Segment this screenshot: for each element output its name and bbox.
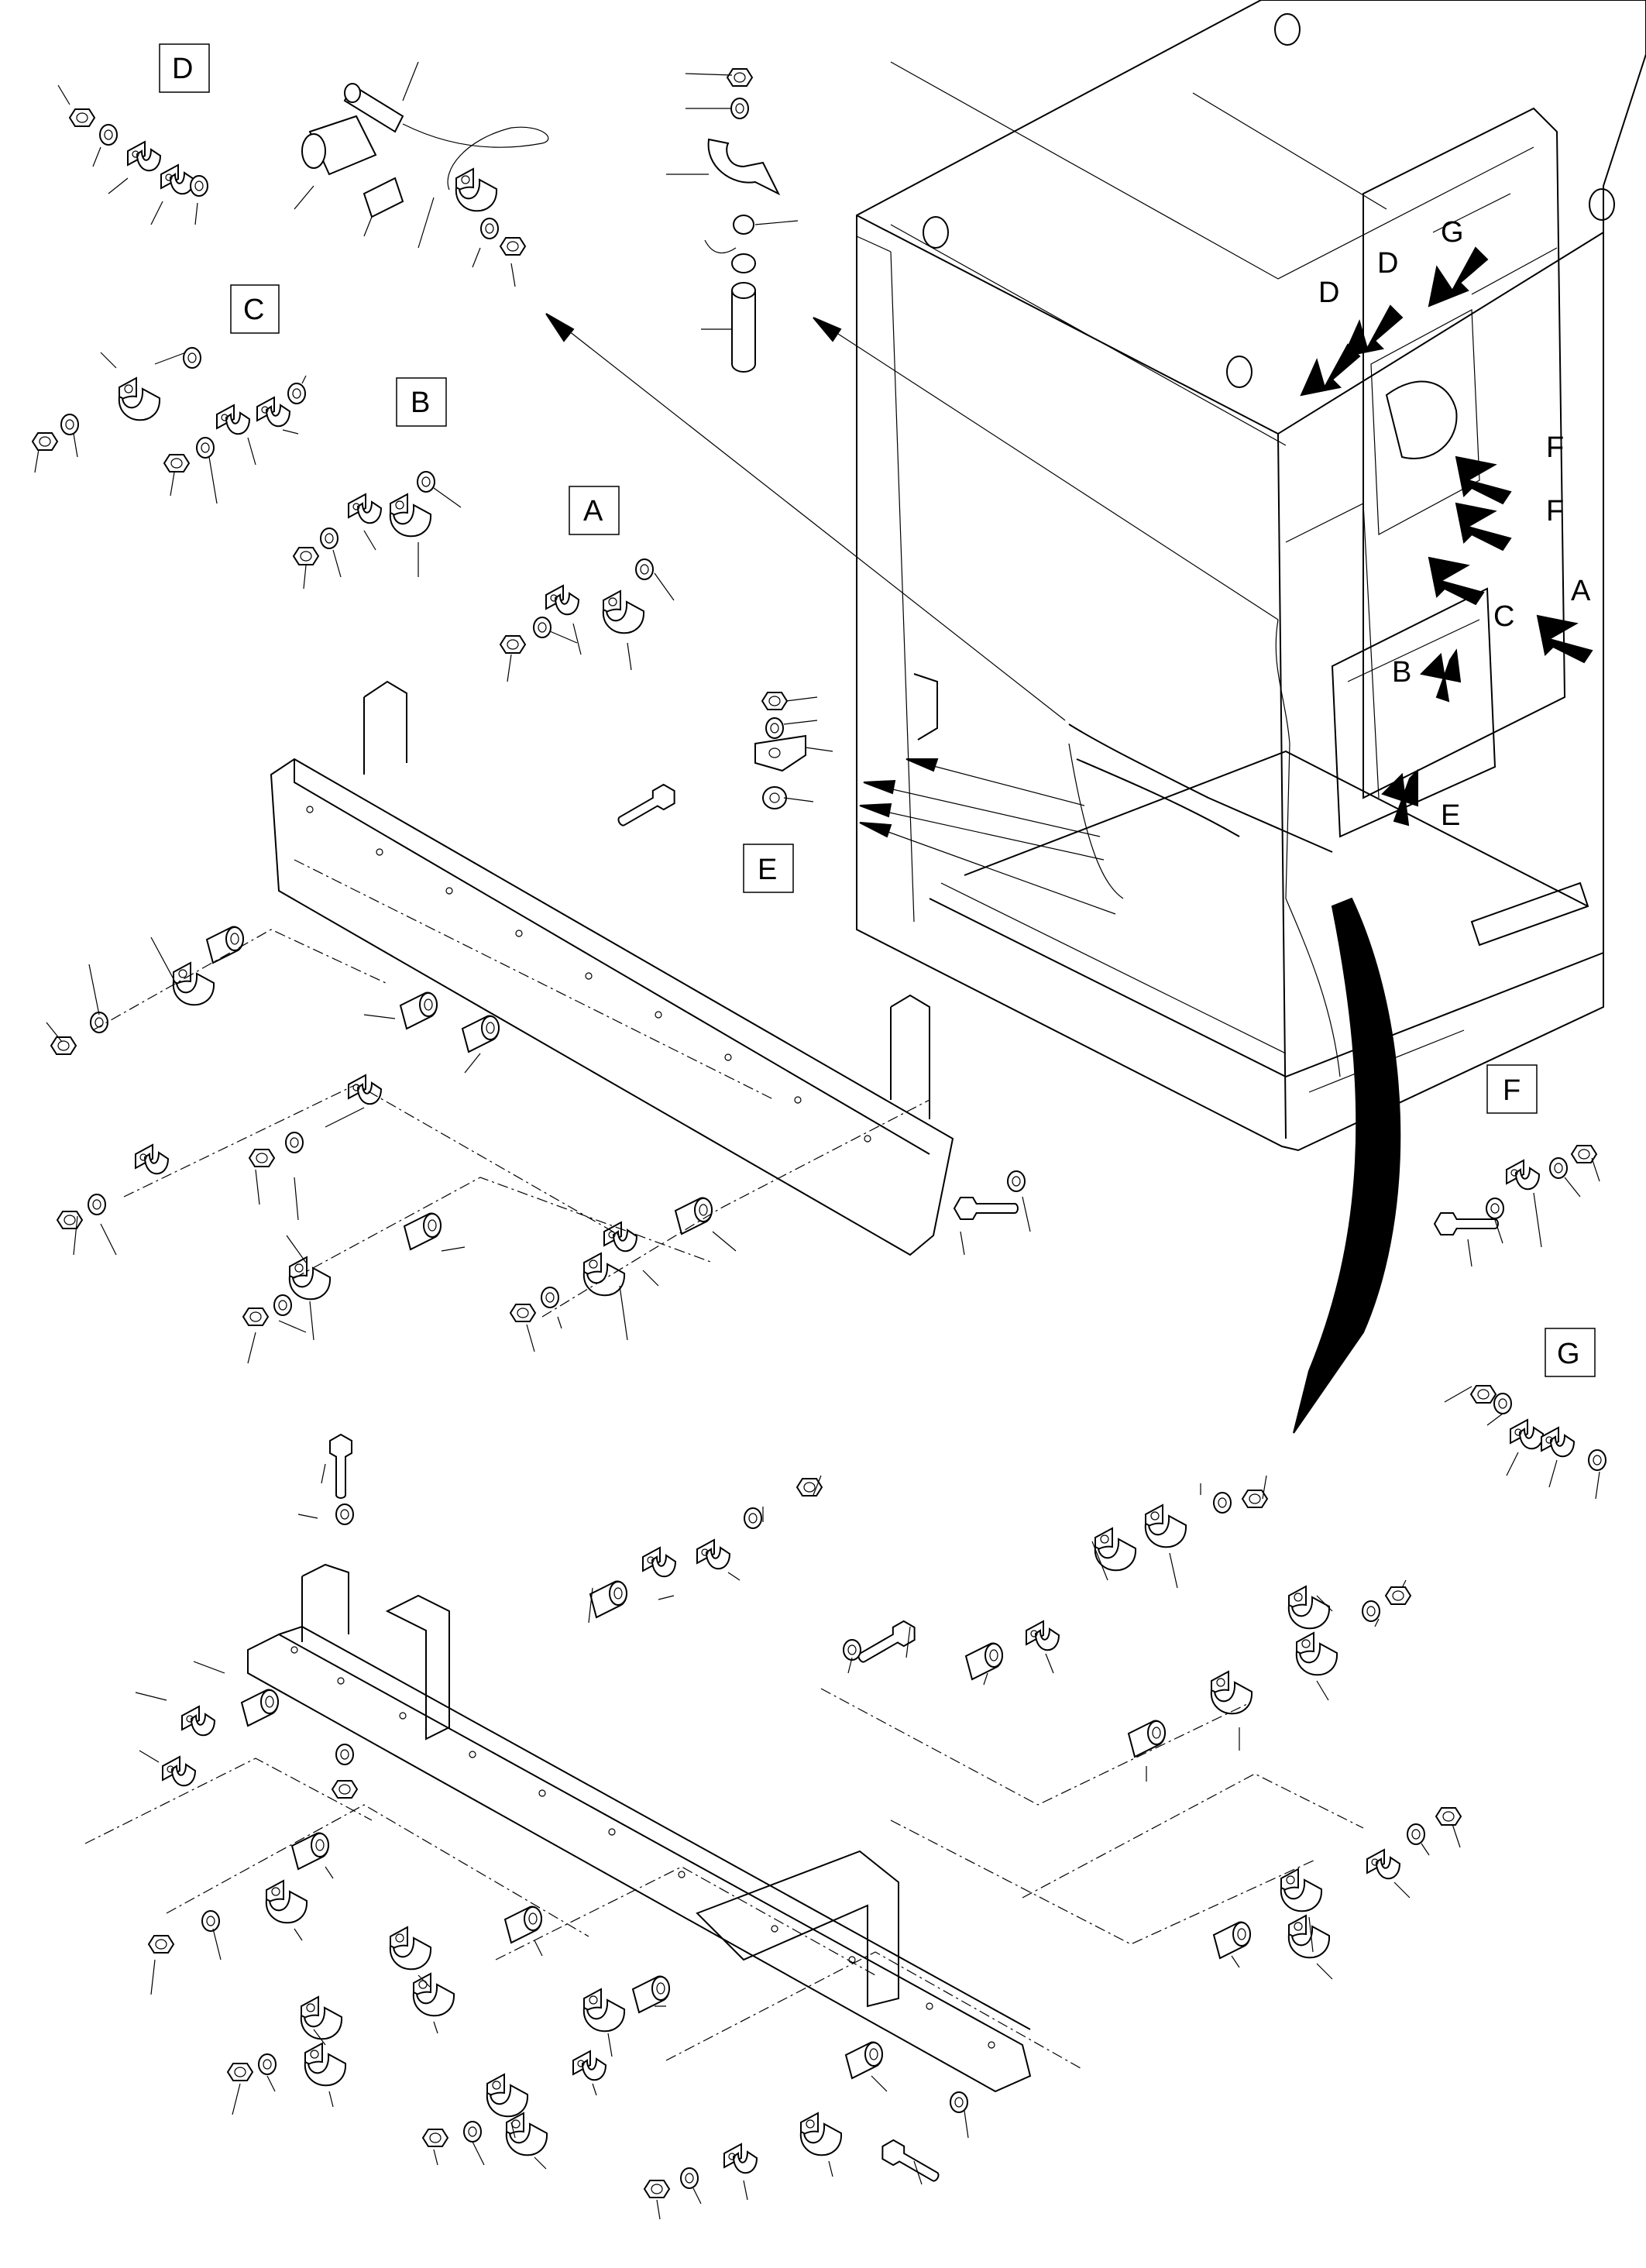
callout-g: G — [1441, 216, 1464, 249]
callout-d-upper: D — [1377, 247, 1398, 280]
detail-view-b: B — [293, 377, 462, 589]
bracket-bar-lower — [84, 1434, 1462, 2220]
cabinet-callout-labels: G D D F F C A B E — [1318, 216, 1591, 832]
detail-c-label: C — [243, 294, 264, 326]
detail-b-label: B — [411, 387, 430, 419]
callout-a: A — [1571, 575, 1591, 607]
detail-view-d: D — [57, 43, 549, 287]
detail-a-label: A — [583, 495, 603, 527]
detail-f-label: F — [1503, 1074, 1521, 1107]
bracket-holes — [306, 806, 871, 1143]
detail-e-label: E — [758, 854, 777, 886]
detail-view-g: G — [1444, 1328, 1606, 1500]
leader-lines — [545, 313, 1401, 1434]
callout-arrows — [1300, 246, 1593, 826]
callout-f-upper: F — [1546, 431, 1564, 464]
bracket-bar-upper — [46, 680, 1031, 1364]
detail-g-label: G — [1557, 1338, 1580, 1370]
callout-b: B — [1392, 656, 1411, 689]
detail-view-a: A — [500, 486, 675, 682]
detail-view-f: F — [1434, 1064, 1600, 1267]
cabinet-body — [856, 0, 1646, 1152]
callout-c: C — [1493, 600, 1514, 633]
callout-e: E — [1441, 799, 1460, 832]
stem-assembly — [666, 68, 799, 373]
lower-bar-holes — [290, 1646, 995, 2049]
detail-view-c: C — [32, 284, 307, 504]
detail-view-e: E — [743, 692, 833, 893]
callout-d-lower: D — [1318, 277, 1339, 309]
callout-f-lower: F — [1546, 495, 1564, 527]
detail-d-label: D — [172, 53, 193, 85]
